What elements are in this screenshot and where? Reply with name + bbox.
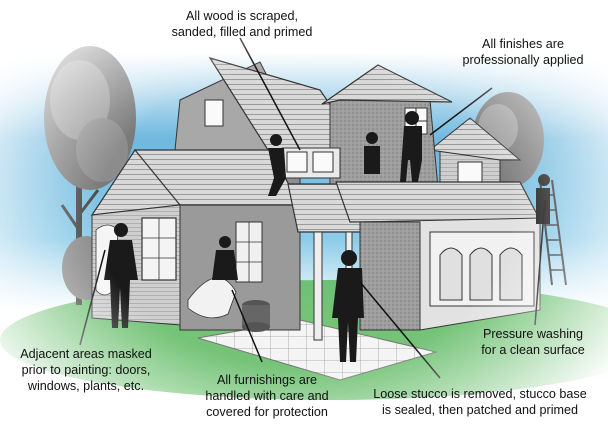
caption-adjacent-areas: Adjacent areas masked prior to painting:… [20,347,152,393]
caption-wood-prep: All wood is scraped, sanded, filled and … [171,9,313,39]
caption-furnishings: All furnishings are handled with care an… [205,373,329,419]
caption-stucco: Loose stucco is removed, stucco base is … [373,387,587,417]
caption-pressure-washing: Pressure washing for a clean surface [481,327,585,357]
caption-finishes: All finishes are professionally applied [462,37,584,67]
